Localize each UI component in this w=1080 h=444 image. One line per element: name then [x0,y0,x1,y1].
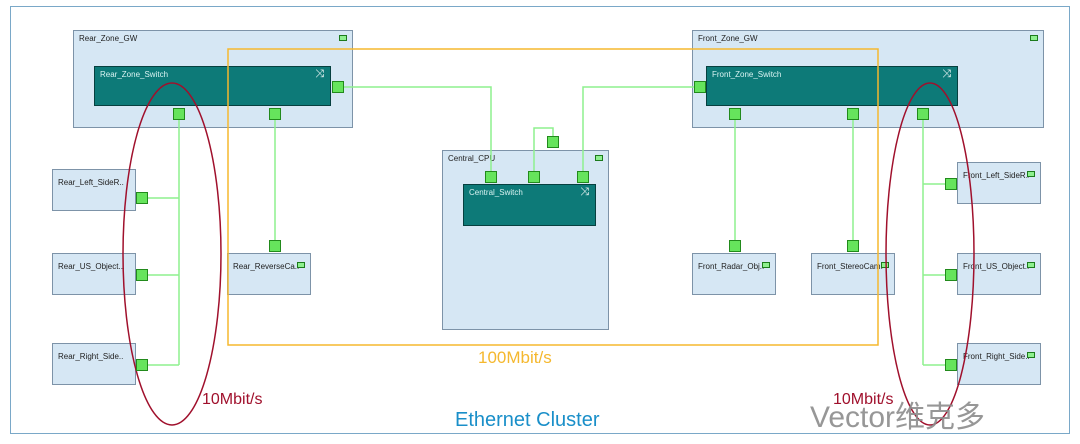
ecu-title: Front_Radar_Obj... [698,262,764,271]
port-front-switch-bottom-1 [729,108,741,120]
ecu-title: Front_Left_SideR... [963,171,1029,180]
port-rear-reverse [269,240,281,252]
central-cpu-title: Central_CPU [448,154,496,163]
link-100mbit-ring [227,48,879,346]
ecu-title: Front_StereoCam... [817,262,883,271]
link-central-internal [533,127,554,175]
ecu-title: Rear_US_Object... [58,262,124,271]
front-zone-switch-title: Front_Zone_Switch [712,70,782,79]
watermark: Vector维克多 [810,401,986,434]
ellipse-rear-10mbit [122,82,222,426]
ecu-icon [762,262,770,268]
speed-10mbit-left-label: 10Mbit/s [202,391,263,408]
port-front-us [945,269,957,281]
speed-100mbit-label: 100Mbit/s [478,348,552,367]
front-us-object[interactable]: Front_US_Object... [957,253,1041,295]
ecu-title: Rear_Left_SideR... [58,178,124,187]
ecu-icon [1027,171,1035,177]
ecu-icon [1027,352,1035,358]
port-front-stereo [847,240,859,252]
port-central-switch-3 [577,171,589,183]
front-stereo-camera[interactable]: Front_StereoCam... [811,253,895,295]
ecu-icon [1027,262,1035,268]
speed-10mbit-right-label: 10Mbit/s [833,391,894,408]
rear-us-object[interactable]: Rear_US_Object... [52,253,136,295]
ecu-icon [595,155,603,161]
ecu-title: Front_US_Object... [963,262,1029,271]
port-central-switch-1 [485,171,497,183]
switch-icon: ⤨ [942,68,951,80]
ecu-title: Front_Right_Side... [963,352,1029,361]
port-front-switch-bottom-3 [917,108,929,120]
ecu-icon [339,35,347,41]
link-front-to-central [582,86,700,175]
central-switch[interactable]: Central_Switch ⤨ [463,184,596,226]
front-zone-switch[interactable]: Front_Zone_Switch ⤨ [706,66,958,106]
port-rear-switch-bottom-right [269,108,281,120]
cluster-label: Ethernet Cluster [455,409,600,431]
link-rear-to-central [344,86,492,175]
switch-icon: ⤨ [315,68,324,80]
rear-zone-gw-title: Rear_Zone_GW [79,34,138,43]
port-rear-us [136,269,148,281]
port-front-left [945,178,957,190]
port-rear-switch-bottom-left [173,108,185,120]
ecu-icon [881,262,889,268]
rear-reverse-camera[interactable]: Rear_ReverseCa... [227,253,311,295]
port-central-switch-2 [528,171,540,183]
front-right-side[interactable]: Front_Right_Side... [957,343,1041,385]
central-switch-title: Central_Switch [469,188,523,197]
port-front-radar [729,240,741,252]
port-central-top [547,136,559,148]
rear-zone-switch-title: Rear_Zone_Switch [100,70,169,79]
ethernet-cluster-frame [10,6,1070,434]
port-rear-left [136,192,148,204]
front-radar-object[interactable]: Front_Radar_Obj... [692,253,776,295]
ecu-icon [1030,35,1038,41]
rear-right-side[interactable]: Rear_Right_Side... [52,343,136,385]
port-front-switch-bottom-2 [847,108,859,120]
port-front-right [945,359,957,371]
port-rear-right [136,359,148,371]
port-front-switch-left [694,81,706,93]
ecu-icon [297,262,305,268]
ecu-title: Rear_Right_Side... [58,352,124,361]
ecu-title: Rear_ReverseCa... [233,262,299,271]
rear-left-side-radar[interactable]: Rear_Left_SideR... [52,169,136,211]
switch-icon: ⤨ [580,186,589,198]
front-zone-gw-title: Front_Zone_GW [698,34,758,43]
port-rear-switch-right [332,81,344,93]
rear-zone-switch[interactable]: Rear_Zone_Switch ⤨ [94,66,331,106]
ellipse-front-10mbit [885,82,975,426]
